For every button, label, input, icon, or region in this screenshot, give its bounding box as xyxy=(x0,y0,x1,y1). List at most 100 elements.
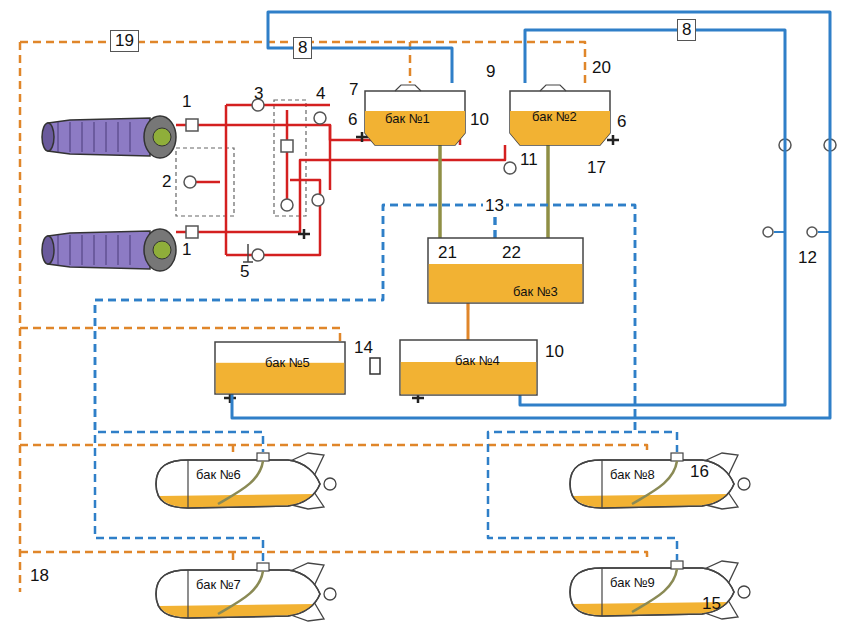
tank-outline xyxy=(400,340,537,395)
engine-body xyxy=(48,118,150,156)
callout-number: 7 xyxy=(347,80,360,100)
callout-number: 18 xyxy=(28,566,51,586)
engine-nozzle xyxy=(42,236,54,264)
sensor-stub xyxy=(818,231,830,233)
valve-symbol xyxy=(184,176,196,188)
fuel-tank: бак №9 xyxy=(562,560,757,620)
fuel-tank: бак №6 xyxy=(148,452,343,510)
callout-number: 21 xyxy=(436,243,459,263)
fuel-pipe xyxy=(226,180,320,255)
valve-symbol xyxy=(312,194,324,206)
valve-symbol xyxy=(281,199,293,211)
callout-number: 1 xyxy=(180,92,193,112)
tank-outline xyxy=(510,91,610,145)
tank-label: бак №2 xyxy=(532,109,577,124)
pin-symbol xyxy=(243,244,253,262)
drop-tank-outline xyxy=(156,460,320,508)
engine-fan xyxy=(153,241,171,259)
drop-tank-outline xyxy=(570,568,734,616)
engine-rib xyxy=(58,235,59,265)
tail-cone xyxy=(324,588,336,600)
filter-symbol xyxy=(281,140,293,152)
sensor-symbol xyxy=(807,227,817,237)
drain-line xyxy=(232,445,235,452)
filler-cap xyxy=(257,453,269,461)
callout-number: 10 xyxy=(468,110,491,130)
pipe-connector xyxy=(546,145,550,238)
engine-rib xyxy=(130,235,131,265)
engine-illustration xyxy=(42,229,176,271)
engine-rib xyxy=(70,235,71,265)
engine-rib xyxy=(118,122,119,152)
valve-symbol xyxy=(252,249,264,261)
valve-symbol xyxy=(504,162,516,174)
filler-cap xyxy=(257,563,269,571)
callout-number: 1 xyxy=(180,240,193,260)
drop-tank-outline xyxy=(570,568,734,616)
fuel-tank: бак №1 xyxy=(365,83,465,145)
callout-number: 12 xyxy=(796,248,819,268)
drop-tank-outline xyxy=(156,570,320,618)
engine-intake xyxy=(144,229,176,271)
pipe-connector xyxy=(520,30,785,405)
engine-rib xyxy=(94,235,95,265)
fuel-tank: бак №5 xyxy=(215,342,345,394)
callout-number: 6 xyxy=(615,112,628,132)
callout-number: 4 xyxy=(314,84,327,104)
drain-line xyxy=(232,552,235,562)
filler-cap xyxy=(540,85,566,91)
tank-shape xyxy=(562,452,757,510)
callout-number: 16 xyxy=(688,462,711,482)
drain-line xyxy=(20,445,647,452)
callout-number: 9 xyxy=(484,62,497,82)
callout-number: 11 xyxy=(518,150,540,170)
tank-shape xyxy=(148,452,343,510)
drain-line xyxy=(20,328,340,342)
callout-number: 13 xyxy=(483,196,506,216)
callout-number: 8 xyxy=(293,37,312,59)
filter-symbol xyxy=(186,119,198,131)
callout-number: 5 xyxy=(238,262,251,282)
fuel-tank: бак №8 xyxy=(562,452,757,510)
engine-nozzle xyxy=(42,123,54,151)
tank-label: бак №1 xyxy=(385,111,430,126)
valve-symbol xyxy=(314,112,326,124)
bulkhead xyxy=(601,460,602,508)
engine-rib xyxy=(82,122,83,152)
callout-number: 8 xyxy=(677,19,696,41)
drain-cock xyxy=(298,229,310,239)
filler-cap xyxy=(395,85,421,91)
tank-label: бак №7 xyxy=(196,577,241,592)
fuel-pipe xyxy=(329,125,332,190)
tank-outline xyxy=(428,238,583,303)
callout-number: 15 xyxy=(700,594,723,614)
fuel-tank: бак №4 xyxy=(400,340,537,395)
bulkhead xyxy=(187,460,188,508)
engine-rib xyxy=(70,122,71,152)
callout-number: 6 xyxy=(346,110,359,130)
callout-number: 19 xyxy=(110,30,139,52)
drain-line xyxy=(19,42,22,592)
callout-number: 22 xyxy=(500,243,523,263)
fuel-level xyxy=(429,264,583,302)
drop-tank-outline xyxy=(570,460,734,508)
fuel-tank: бак №2 xyxy=(510,83,610,145)
filler-cap xyxy=(671,561,683,569)
pipe-connector xyxy=(467,303,470,340)
callout-number: 3 xyxy=(252,84,265,104)
drop-tank-outline xyxy=(156,460,320,508)
tank-label: бак №9 xyxy=(610,575,655,590)
fuel-level xyxy=(365,111,465,145)
callout-number: 10 xyxy=(543,342,566,362)
engine-rib xyxy=(94,122,95,152)
engine-rib xyxy=(106,122,107,152)
callout-number: 2 xyxy=(160,172,173,192)
engine-intake xyxy=(144,116,176,158)
fuel-tank: бак №7 xyxy=(148,562,343,622)
filler-cap xyxy=(671,453,683,461)
bulkhead xyxy=(187,570,188,618)
engine-rib xyxy=(58,122,59,152)
callout-number: 14 xyxy=(352,338,375,358)
drain-line xyxy=(20,552,647,560)
